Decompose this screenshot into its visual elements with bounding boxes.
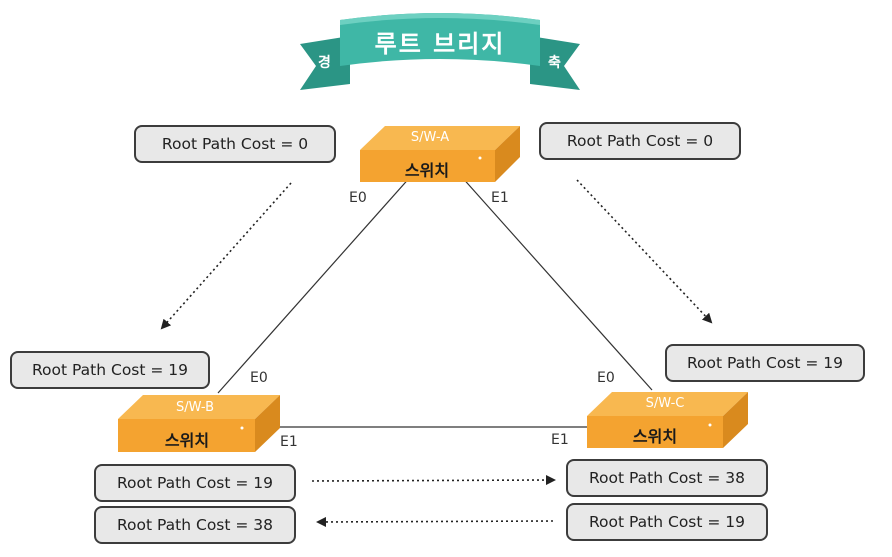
port-c-e0: E0	[597, 370, 615, 386]
switch-b-led	[240, 426, 244, 430]
port-b-e1: E1	[280, 434, 298, 450]
switch-b-device	[118, 395, 280, 452]
banner-right-char: 축	[548, 55, 561, 71]
switch-c-name: S/W-C	[645, 396, 685, 411]
banner-main	[340, 13, 540, 66]
banner-title: 루트 브리지	[374, 30, 506, 58]
banner-ribbon	[300, 13, 580, 90]
switch-a-side	[495, 126, 520, 182]
switch-a-label: 스위치	[404, 161, 450, 180]
link-a-b	[217, 174, 413, 394]
cost-box-c-lower-2: Root Path Cost = 19	[566, 503, 768, 541]
switch-c-top	[587, 392, 748, 416]
link-a-c	[459, 174, 653, 391]
switch-a-top	[360, 126, 520, 150]
arrow-a-to-c	[576, 179, 713, 324]
switch-c-side	[723, 392, 748, 448]
banner-highlight	[340, 13, 540, 25]
switch-c-label: 스위치	[632, 427, 678, 446]
cost-box-b-lower-1: Root Path Cost = 19	[94, 464, 296, 502]
port-a-e0: E0	[349, 190, 367, 206]
port-b-e0: E0	[250, 370, 268, 386]
arrow-a-to-b	[160, 182, 292, 330]
banner-left-tail	[300, 36, 350, 90]
switch-c-front	[587, 416, 723, 448]
cost-box-a-left: Root Path Cost = 0	[134, 125, 336, 163]
arrow-c-to-b	[316, 516, 554, 527]
switch-a-name: S/W-A	[410, 130, 450, 145]
switch-a-led	[478, 156, 482, 160]
cost-box-a-right: Root Path Cost = 0	[539, 122, 741, 160]
banner-right-tail	[530, 36, 580, 90]
switch-b-label: 스위치	[164, 431, 210, 450]
cost-box-b-lower-2: Root Path Cost = 38	[94, 506, 296, 544]
port-a-e1: E1	[491, 190, 509, 206]
switch-c-led	[708, 423, 712, 427]
cost-box-c-lower-1: Root Path Cost = 38	[566, 459, 768, 497]
switch-a-device	[360, 126, 520, 182]
switch-a-front	[360, 150, 495, 182]
cost-box-c-upper: Root Path Cost = 19	[665, 344, 865, 382]
switch-b-name: S/W-B	[175, 400, 215, 415]
switch-c-device	[587, 392, 748, 448]
banner-left-char: 경	[318, 55, 331, 71]
switch-b-top	[118, 395, 280, 419]
port-c-e1: E1	[551, 432, 569, 448]
switch-b-side	[255, 395, 280, 452]
cost-box-b-upper: Root Path Cost = 19	[10, 351, 210, 389]
switch-b-front	[118, 419, 255, 452]
arrow-b-to-c	[311, 475, 556, 486]
